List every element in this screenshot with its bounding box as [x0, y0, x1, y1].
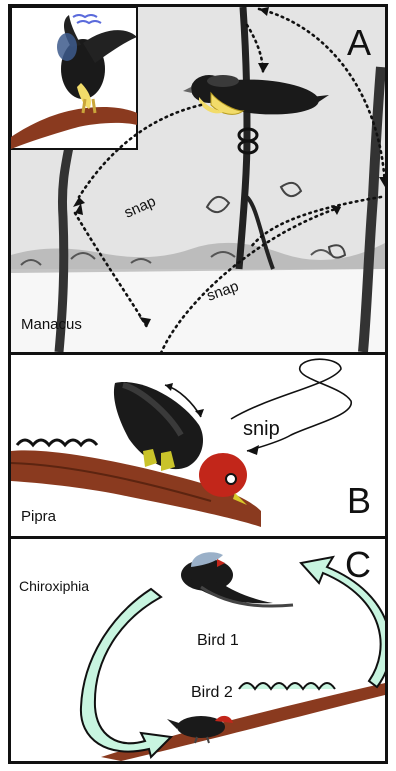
panel-a-illustration: snap snap [11, 7, 385, 355]
panel-b-species-label: Pipra [21, 509, 56, 524]
panel-b-letter: B [347, 483, 371, 519]
arrowhead [165, 383, 173, 391]
left-green-arrow [81, 589, 171, 757]
panel-c-chiroxiphia: Bird 1 Bird 2 C Chiroxiphia [8, 536, 388, 764]
bird-2-label: Bird 2 [191, 684, 233, 701]
snip-label: snip [243, 418, 280, 440]
bird-1 [181, 552, 293, 606]
motion-trail [17, 440, 97, 445]
panel-a-manacus: snap snap A Manacus [8, 4, 388, 358]
bird-1-label: Bird 1 [197, 632, 239, 649]
panel-b-illustration: snip [11, 355, 385, 537]
inset-wing-display [11, 7, 137, 149]
right-green-arrow [301, 557, 385, 687]
panel-c-illustration: Bird 1 Bird 2 [11, 539, 385, 761]
panel-c-species-label: Chiroxiphia [19, 579, 89, 593]
hop-trail [239, 683, 335, 689]
panel-b-pipra: snip B Pipra [8, 352, 388, 540]
panel-c-letter: C [345, 547, 371, 583]
panel-a-species-label: Manacus [21, 317, 82, 332]
panel-a-letter: A [347, 25, 371, 61]
